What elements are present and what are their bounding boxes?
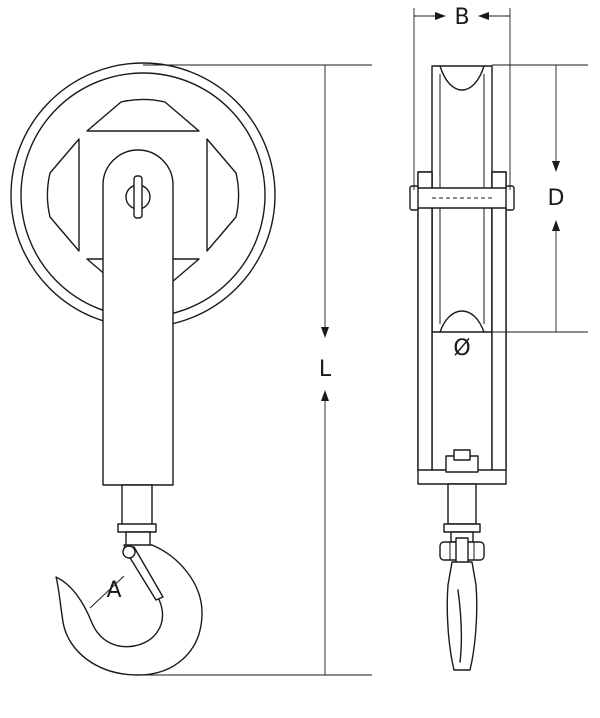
side-bottom-nut (445, 449, 479, 473)
width-label: B (454, 5, 469, 30)
dimension-lines (89, 8, 588, 676)
side-latch-pivot (439, 537, 485, 565)
side-hook-shank (443, 483, 481, 543)
hook-swivel-shank (117, 484, 157, 547)
axle-pin (125, 175, 151, 219)
spoke-window-top (86, 98, 200, 132)
diameter-symbol: Ø (453, 336, 470, 361)
side-axle (409, 185, 515, 211)
hanger-plate-left (417, 171, 433, 471)
hanger-strap (102, 149, 174, 486)
side-view (409, 65, 515, 671)
length-label: L (319, 357, 332, 382)
spoke-window-left (46, 138, 80, 252)
diameter-dimension (492, 64, 588, 333)
dimension-labels: B D L A Ø (106, 5, 564, 603)
side-hook-profile (446, 561, 478, 671)
hook-opening-label: A (106, 578, 121, 603)
diameter-dimension-label: D (548, 186, 565, 211)
spoke-window-right (206, 138, 240, 252)
width-dimension (413, 8, 511, 190)
front-view (10, 62, 276, 676)
hook-body (55, 544, 203, 676)
hanger-plate-right (491, 171, 507, 471)
length-dimension (143, 64, 372, 676)
hook-opening-leader (89, 575, 125, 609)
hook-safety-latch (122, 545, 164, 601)
